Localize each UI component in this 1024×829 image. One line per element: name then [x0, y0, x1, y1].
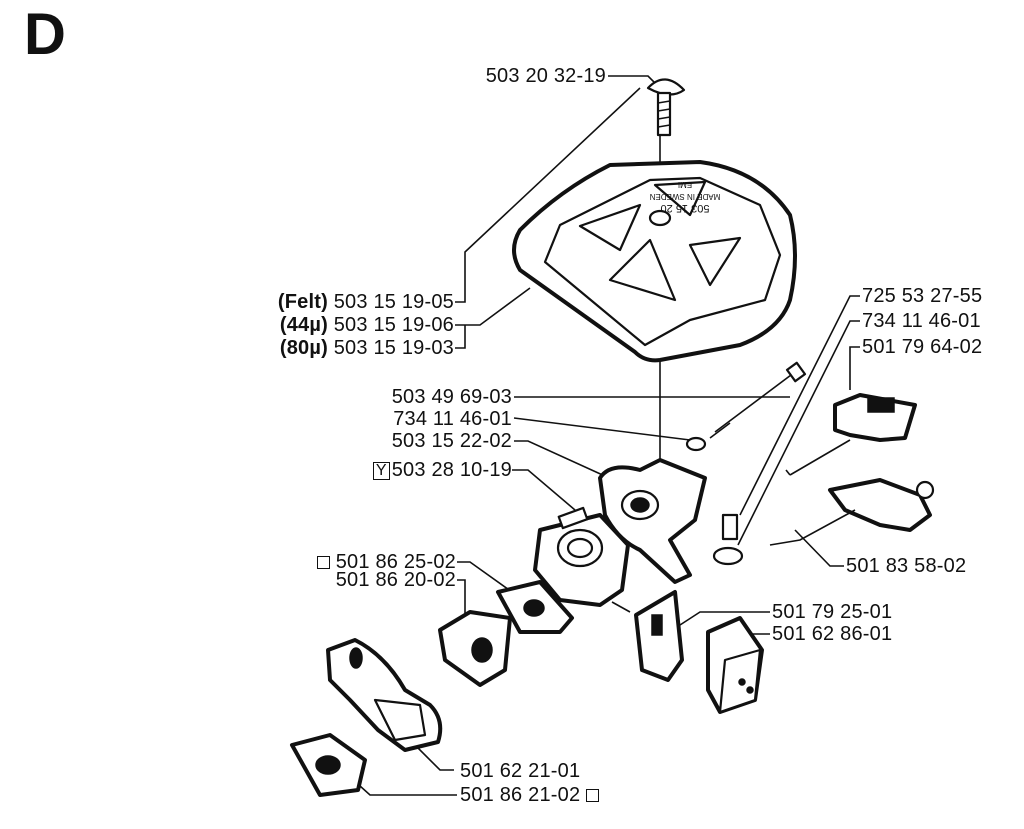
- cover-embossed-line-3: EMI: [677, 180, 693, 189]
- label-filter-44: (44µ) 503 15 19-06: [262, 314, 454, 336]
- label-44-tag: (44µ): [279, 314, 328, 336]
- label-block: 501 62 86-01: [772, 623, 893, 645]
- label-plate: 501 79 25-01: [772, 601, 893, 623]
- label-gasket-b: 501 86 21-02: [460, 784, 600, 806]
- square-marker: [316, 556, 330, 569]
- label-felt-number: 503 15 19-05: [333, 291, 454, 313]
- label-80-tag: (80µ): [279, 337, 328, 359]
- small-screw: [721, 513, 739, 541]
- label-80-number: 503 15 19-03: [333, 337, 454, 359]
- long-bolt: [709, 361, 807, 439]
- section-letter: D: [24, 2, 66, 67]
- label-filter-80: (80µ) 503 15 19-03: [262, 337, 454, 359]
- label-spacer: 501 86 20-02: [335, 569, 456, 591]
- label-screw-small: 725 53 27-55: [862, 285, 983, 307]
- cover-embossing: 503 15 20 MADE IN SWEDEN EMI: [640, 178, 730, 214]
- label-gasket-a-number: 501 86 25-02: [335, 551, 456, 573]
- top-screw: [646, 78, 686, 137]
- label-rod: 501 83 58-02: [846, 555, 967, 577]
- label-gasket-a: 501 86 25-02: [290, 551, 456, 573]
- y-mark: Y: [372, 462, 390, 480]
- air-filter-cover: [512, 160, 797, 363]
- label-filter-felt: (Felt) 503 15 19-05: [262, 291, 454, 313]
- label-bolt-long: 503 49 69-03: [391, 386, 512, 408]
- washer-right: [712, 546, 744, 566]
- carburetor: [533, 506, 631, 613]
- label-44-number: 503 15 19-06: [333, 314, 454, 336]
- plate: [634, 590, 684, 682]
- bracket: [326, 638, 443, 752]
- square-marker: [586, 789, 600, 802]
- cover-embossed-line-1: 503 15 20: [660, 202, 710, 214]
- label-bracket: 501 62 21-01: [460, 760, 581, 782]
- washer-left: [685, 436, 707, 452]
- block: [706, 616, 764, 714]
- label-washer-right: 734 11 46-01: [862, 310, 981, 332]
- rod: [769, 478, 935, 546]
- label-felt-tag: (Felt): [277, 291, 328, 313]
- cover-embossed-line-2: MADE IN SWEDEN: [649, 192, 721, 201]
- label-carb-number: 503 28 10-19: [391, 459, 512, 481]
- label-intake: 503 15 22-02: [391, 430, 512, 452]
- spacer: [438, 610, 512, 687]
- label-screw-top: 503 20 32-19: [485, 65, 606, 87]
- label-gasket-b-number: 501 86 21-02: [460, 784, 581, 806]
- label-washer-left: 734 11 46-01: [393, 408, 512, 430]
- throttle-part: [785, 393, 917, 476]
- label-throttle: 501 79 64-02: [862, 336, 983, 358]
